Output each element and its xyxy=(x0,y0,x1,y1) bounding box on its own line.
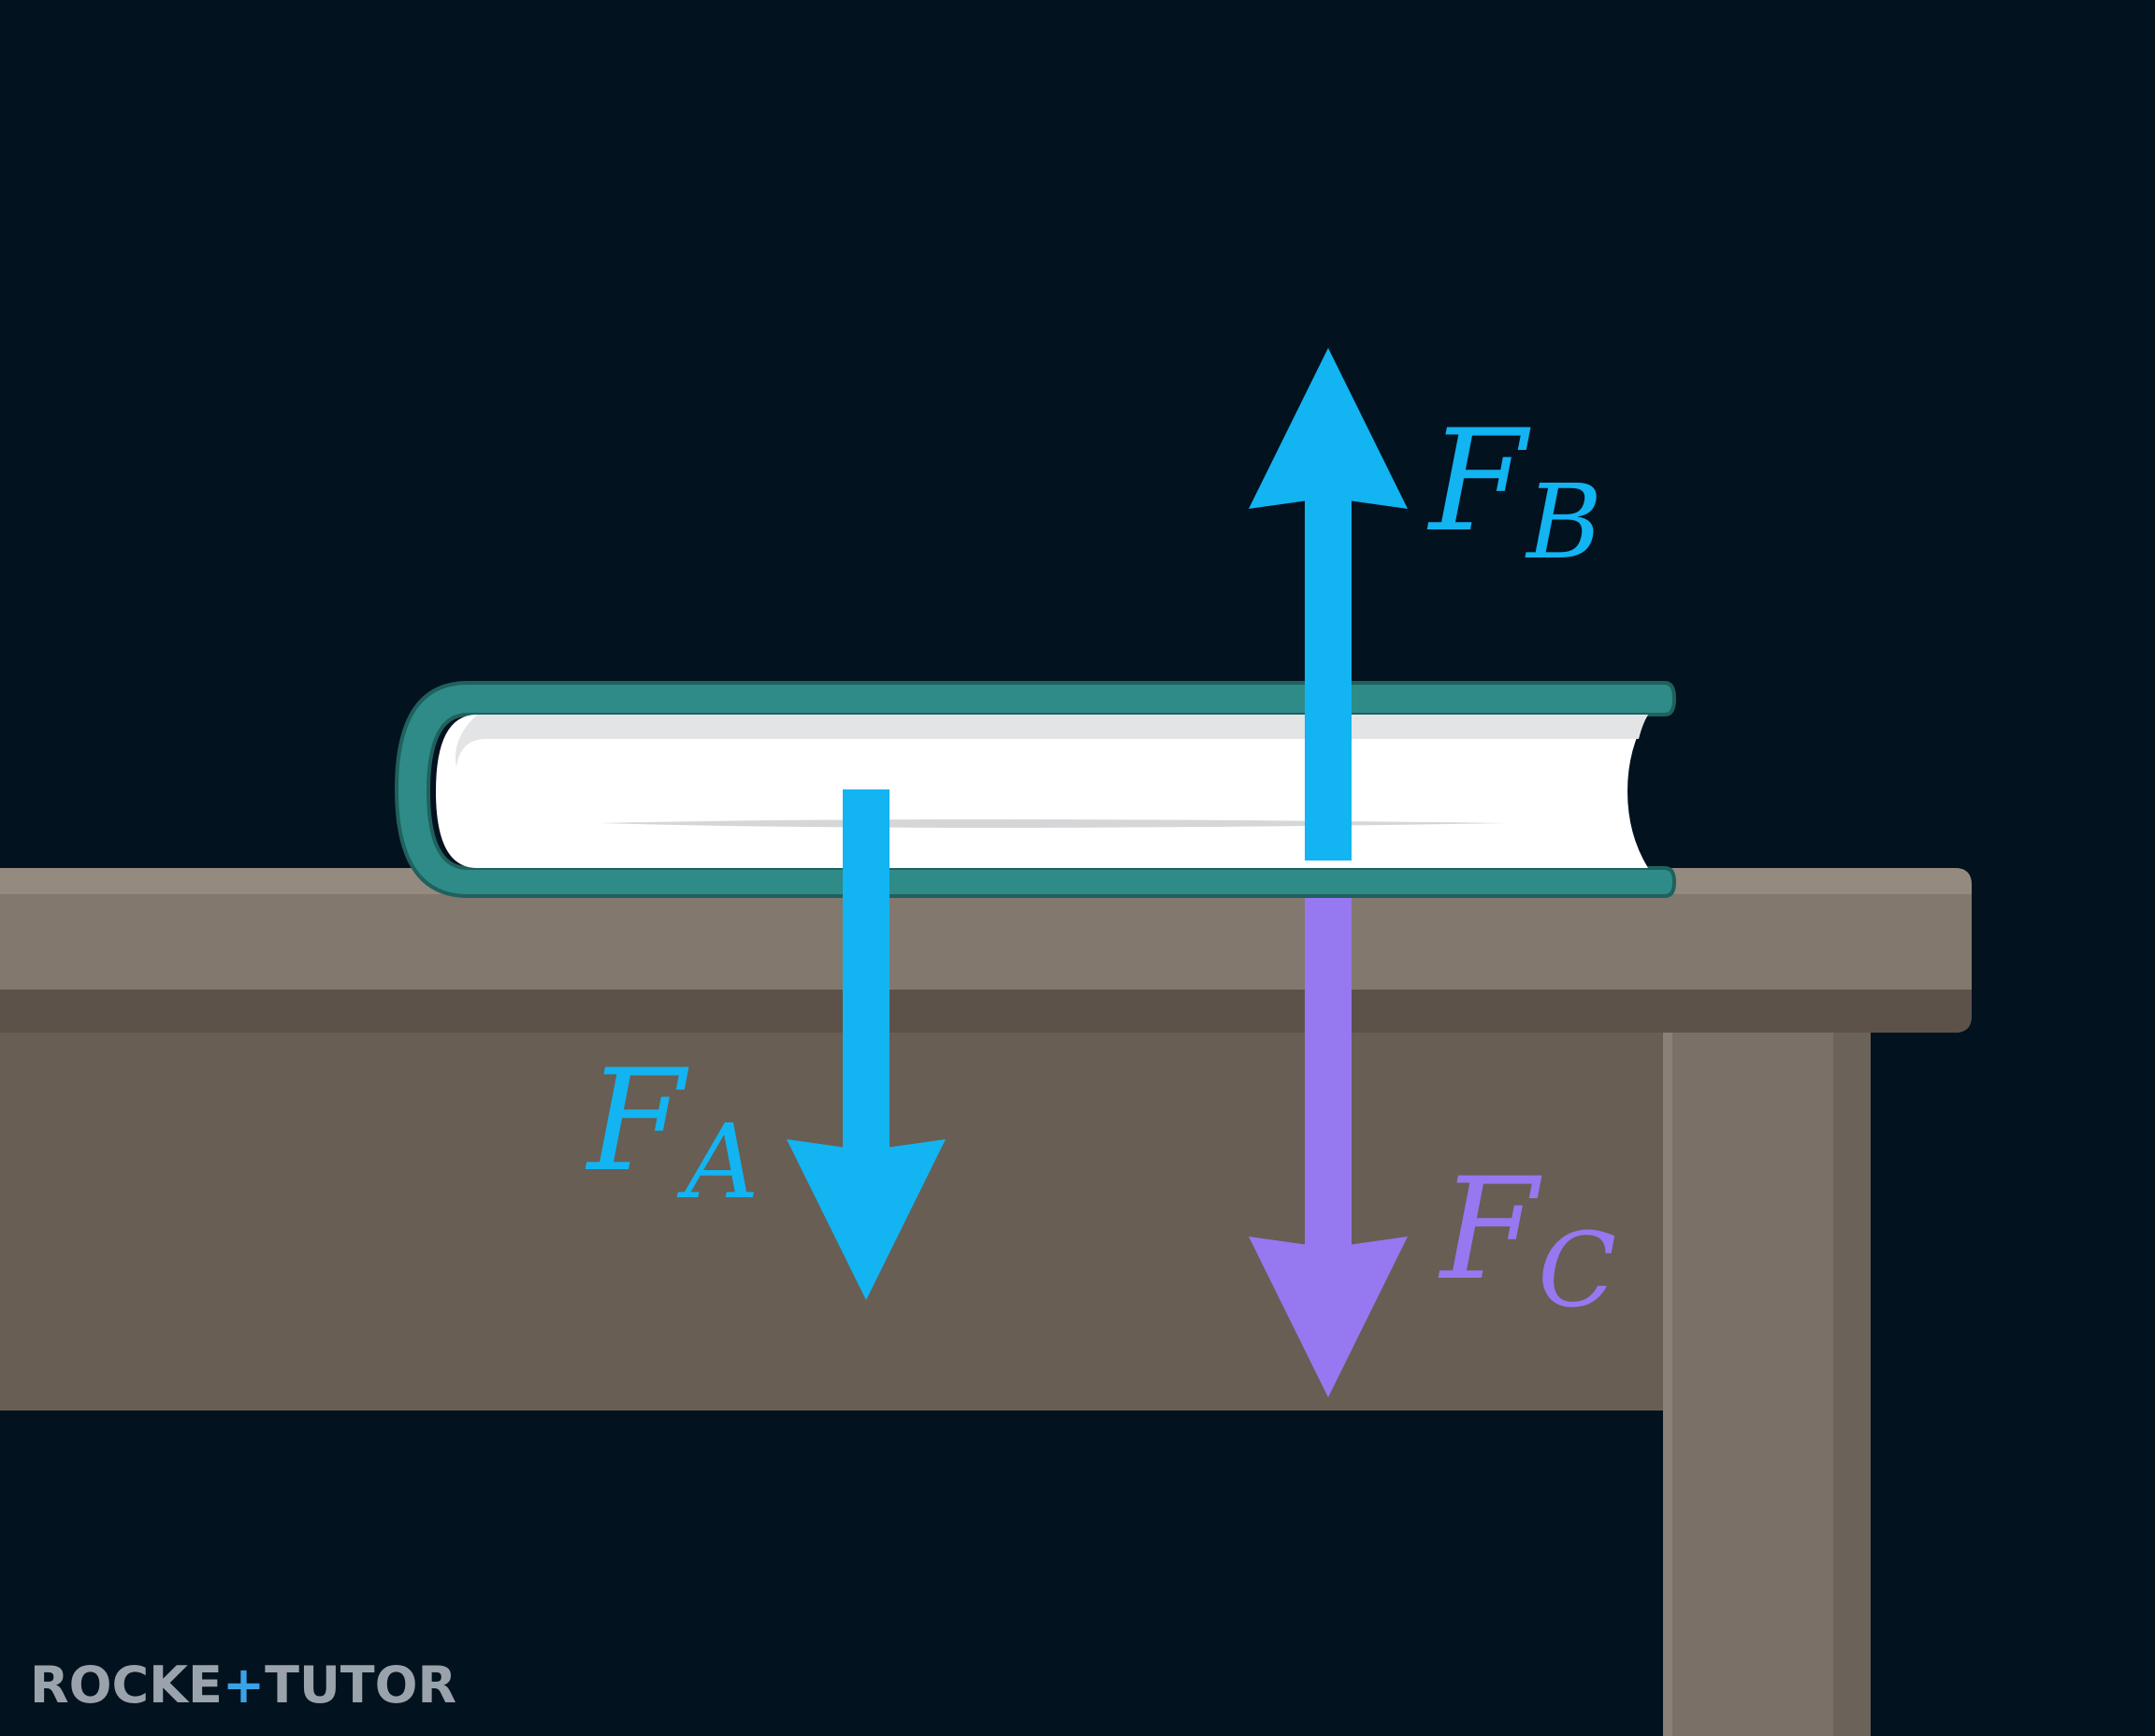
force-a-shaft xyxy=(843,789,889,1152)
force-a-subscript: A xyxy=(676,1102,759,1222)
force-arrow-c xyxy=(1249,898,1408,1397)
logo-part-3: R xyxy=(418,1656,457,1714)
force-a-arrowhead xyxy=(787,1139,946,1300)
force-b-symbol: F xyxy=(1426,400,1531,563)
logo-part-1: ROCKE xyxy=(30,1656,223,1714)
force-b-shaft xyxy=(1305,496,1352,861)
force-a-symbol: F xyxy=(585,1040,689,1203)
table-leg xyxy=(1663,1029,1871,1736)
logo-part-2: TUTO xyxy=(265,1656,417,1714)
force-arrow-b xyxy=(1249,348,1408,861)
force-b-label: FB xyxy=(1426,400,1602,582)
force-c-shaft xyxy=(1305,898,1352,1250)
force-c-label: FC xyxy=(1438,1149,1616,1330)
force-c-symbol: F xyxy=(1438,1149,1542,1311)
logo-plus-icon: + xyxy=(223,1656,265,1714)
force-c-subscript: C xyxy=(1538,1210,1616,1330)
logo: ROCKE+TUTOR xyxy=(30,1656,456,1714)
force-b-subscript: B xyxy=(1525,462,1602,582)
force-b-arrowhead xyxy=(1249,348,1408,509)
force-a-label: FA xyxy=(585,1040,759,1222)
book xyxy=(394,681,1677,898)
force-c-arrowhead xyxy=(1249,1237,1408,1397)
force-arrow-a xyxy=(787,789,946,1300)
